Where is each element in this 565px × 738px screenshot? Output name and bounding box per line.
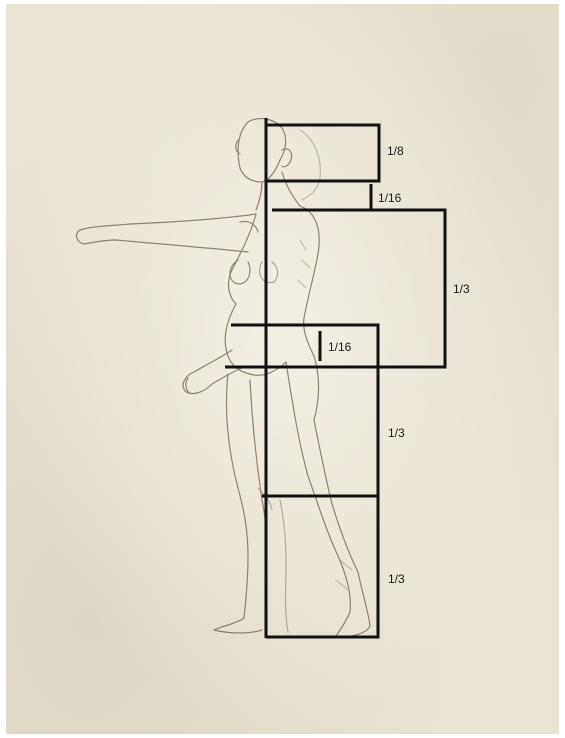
- lower-leg-ratio-label: 1/3: [388, 573, 405, 585]
- proportion-guides: [225, 118, 445, 638]
- hand-sketch: [183, 350, 242, 394]
- hip-ratio-label: 1/16: [328, 341, 351, 353]
- figure-sketch: [77, 119, 370, 637]
- torso-ratio-label: 1/3: [453, 283, 470, 295]
- arm-sketch: [77, 214, 256, 252]
- upper-leg-box: [262, 367, 378, 496]
- head-sketch: [238, 119, 286, 182]
- head-ratio-label: 1/8: [387, 145, 404, 157]
- leg-back-sketch: [214, 374, 262, 633]
- leg-front-sketch: [286, 362, 370, 637]
- neck-ratio-label: 1/16: [378, 192, 401, 204]
- upper-leg-ratio-label: 1/3: [388, 427, 405, 439]
- torso-sketch: [300, 206, 319, 356]
